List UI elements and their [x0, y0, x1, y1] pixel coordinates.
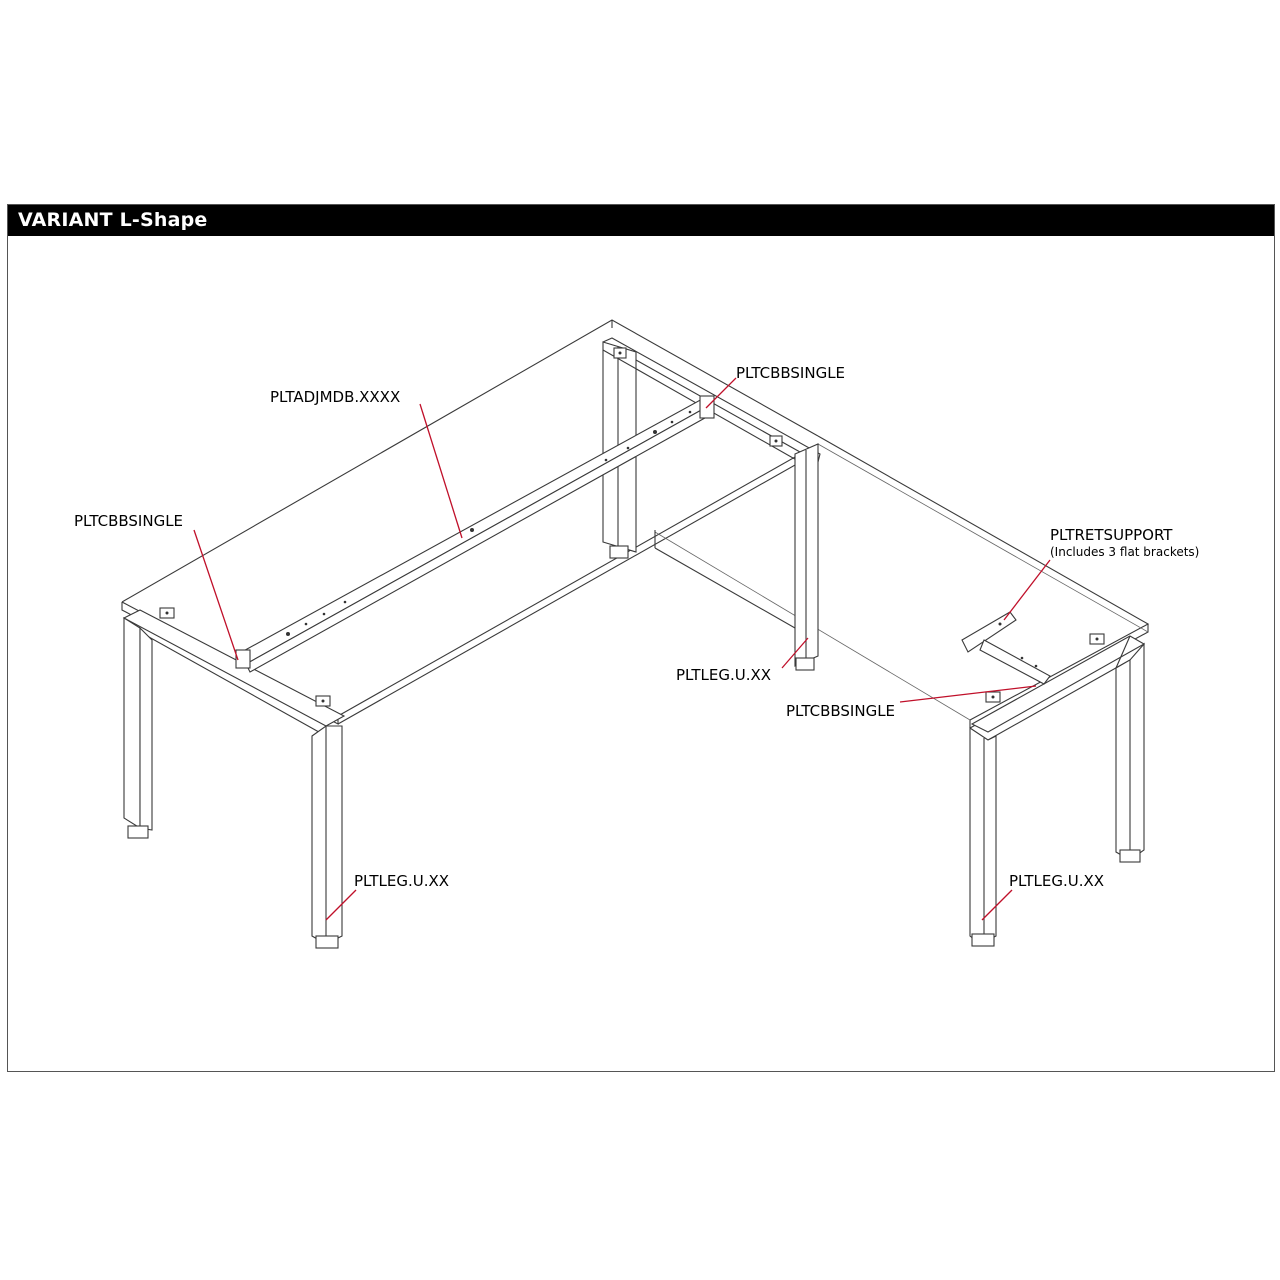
title-bar: VARIANT L-Shape — [8, 205, 1274, 236]
diagram-title: VARIANT L-Shape — [18, 209, 208, 231]
leader-pltcbbsingle-left — [193, 529, 239, 661]
diagram-frame: VARIANT L-Shape — [7, 204, 1275, 1072]
left-end-frame — [122, 607, 346, 949]
leader-pltleg-front-right — [981, 889, 1013, 921]
label-pltcbbsingle-top: PLTCBBSINGLE — [736, 364, 845, 382]
part-labels: PLTADJMDB.XXXX PLTCBBSINGLE PLTCBBSINGLE… — [74, 364, 1199, 890]
center-leg — [654, 443, 819, 671]
desktop-outline — [121, 319, 1150, 729]
leader-pltcbbsingle-right — [899, 685, 1037, 703]
label-pltleg-center: PLTLEG.U.XX — [676, 666, 771, 684]
label-pltretsupport: PLTRETSUPPORT — [1050, 526, 1173, 544]
label-pltleg-front-right: PLTLEG.U.XX — [1009, 872, 1104, 890]
leader-lines — [193, 377, 1051, 921]
label-pltcbbsingle-left: PLTCBBSINGLE — [74, 512, 183, 530]
label-pltadjmdb: PLTADJMDB.XXXX — [270, 388, 400, 406]
return-end-frame — [961, 611, 1146, 947]
leader-pltadjmdb — [419, 403, 463, 539]
label-pltcbbsingle-right: PLTCBBSINGLE — [786, 702, 895, 720]
label-pltretsupport-note: (Includes 3 flat brackets) — [1050, 545, 1199, 559]
label-pltleg-front-left: PLTLEG.U.XX — [354, 872, 449, 890]
leader-pltcbbsingle-top — [705, 377, 737, 409]
leader-pltleg-front-left — [325, 889, 357, 921]
leader-pltretsupport — [1003, 559, 1051, 621]
adjustable-mid-beam — [235, 395, 715, 673]
leader-pltleg-center — [781, 637, 809, 669]
